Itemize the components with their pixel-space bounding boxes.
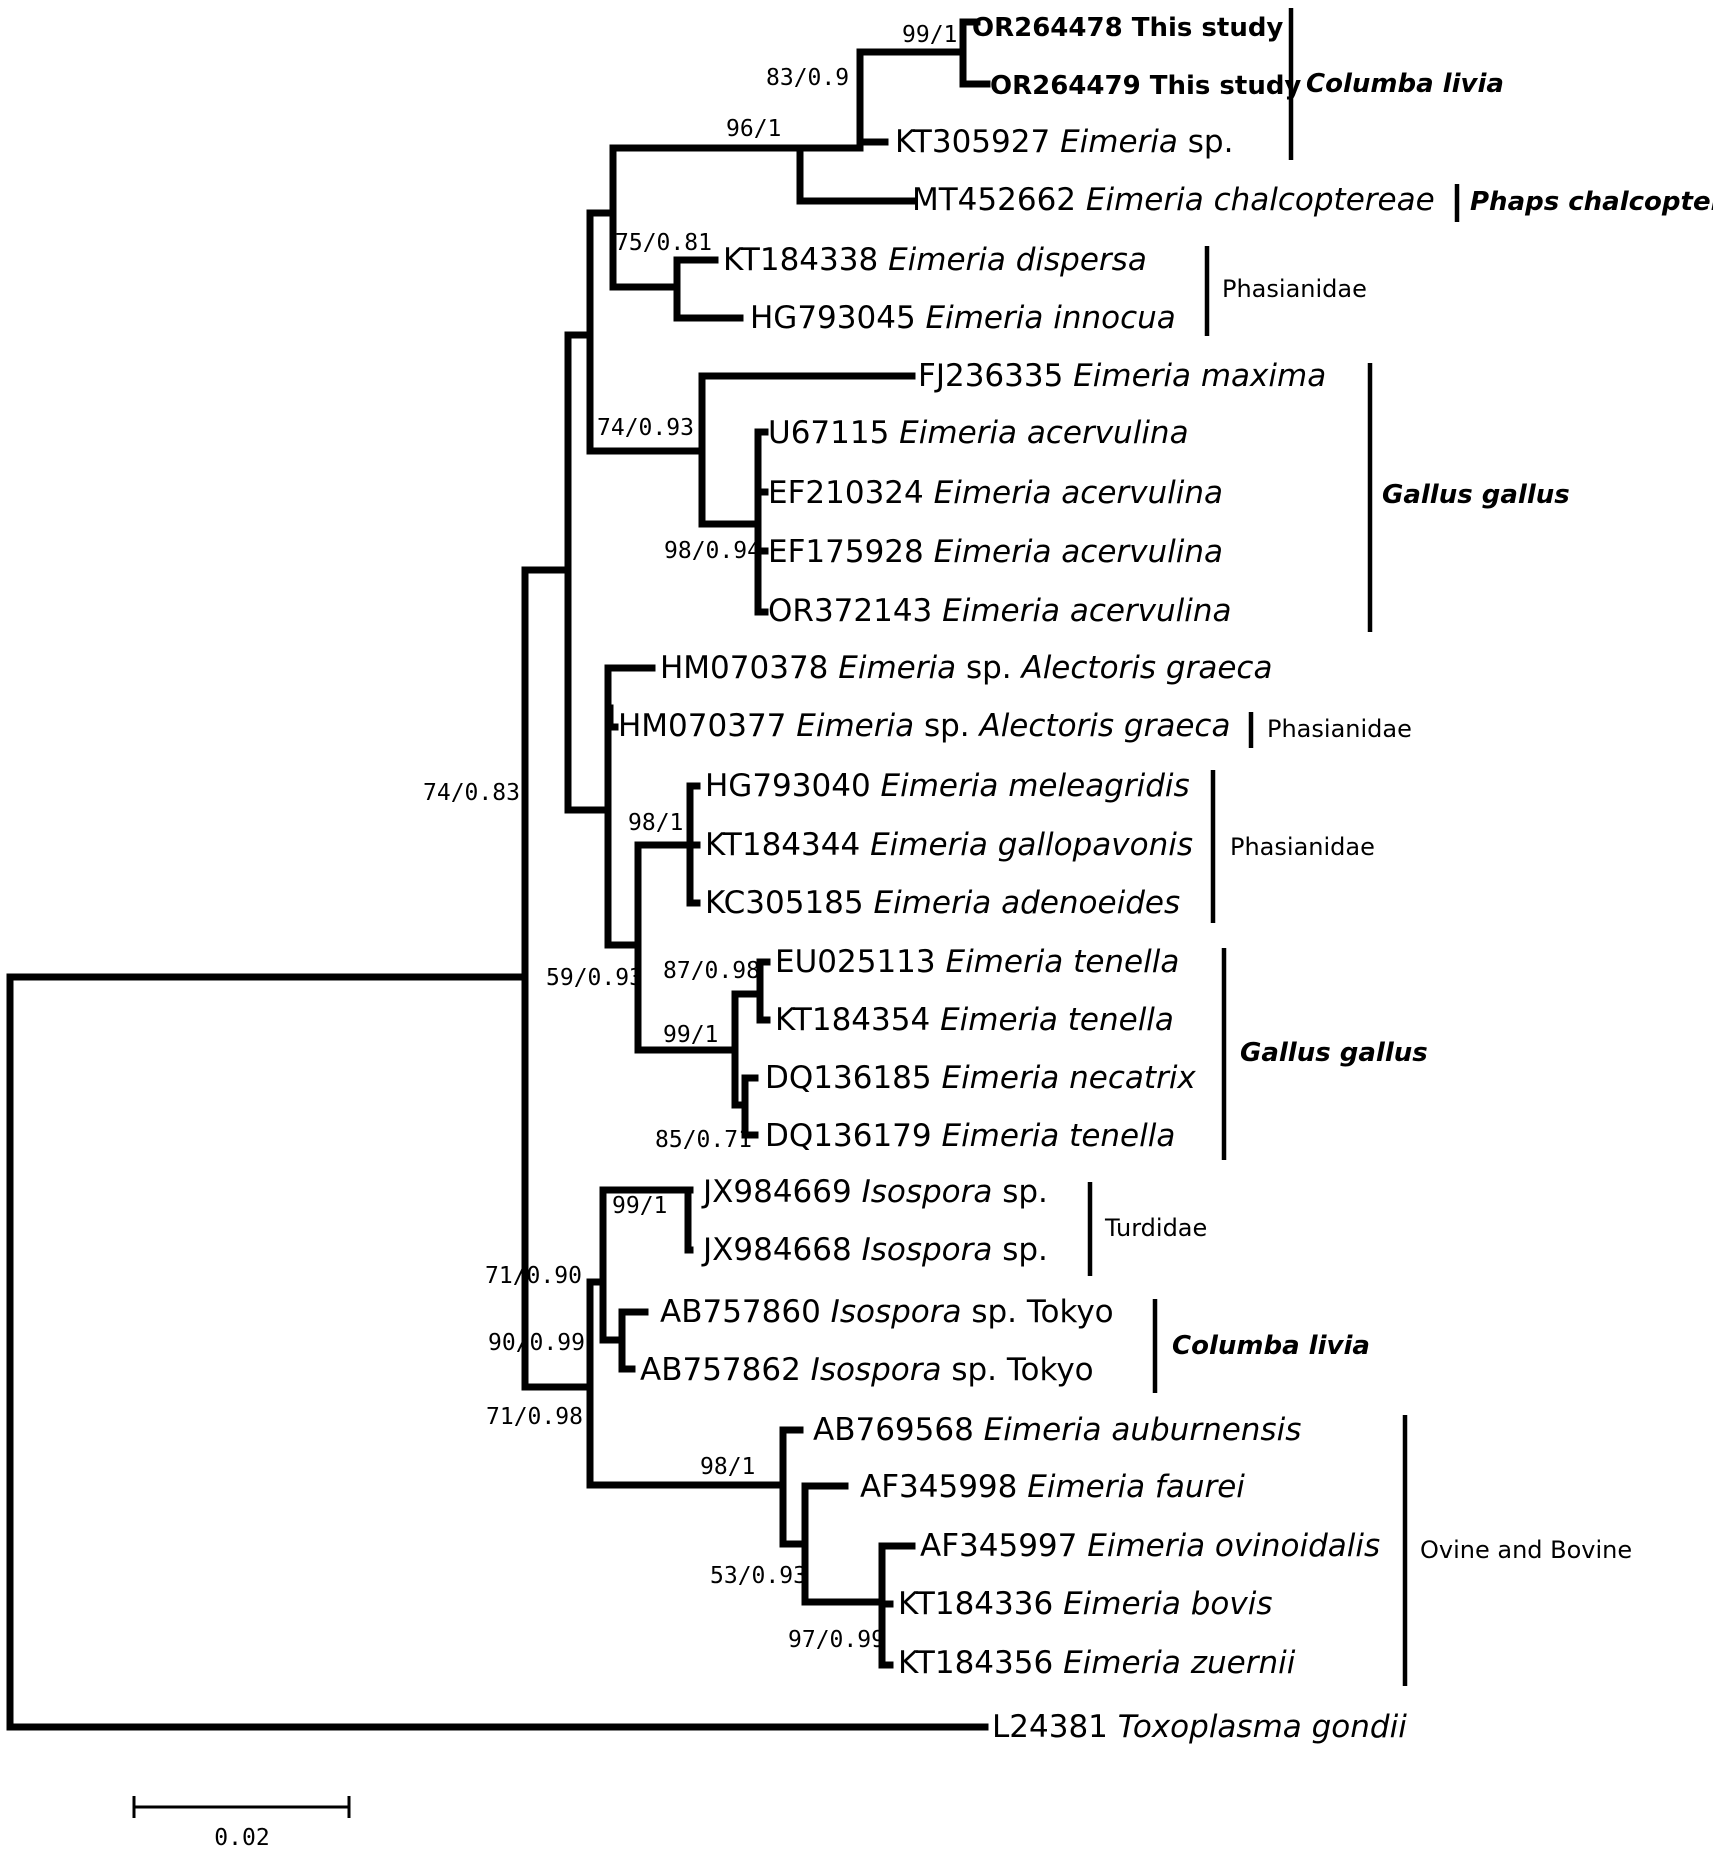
- group-label-phasianidae-3: Phasianidae: [1230, 833, 1375, 861]
- leaf-kt184354: KT184354 Eimeria tenella: [775, 1002, 1174, 1038]
- leaf-or372143: OR372143 Eimeria acervulina: [768, 593, 1232, 629]
- leaf-hg793045: HG793045 Eimeria innocua: [750, 300, 1176, 336]
- support-values: 99/1 83/0.9 96/1 75/0.81 74/0.93 98/0.94…: [423, 22, 957, 1653]
- support-label: 87/0.98: [663, 958, 760, 984]
- branch-node-h: [634, 841, 739, 1054]
- leaf-fj236335: FJ236335 Eimeria maxima: [918, 358, 1326, 394]
- leaf-or264479: OR264479 This study: [990, 71, 1301, 101]
- support-label: 85/0.71: [655, 1127, 752, 1153]
- leaf-ab769568: AB769568 Eimeria auburnensis: [813, 1412, 1301, 1448]
- branch-tenella-top: [756, 958, 771, 1024]
- leaf-kt184344: KT184344 Eimeria gallopavonis: [705, 827, 1193, 863]
- support-label: 99/1: [902, 22, 957, 48]
- support-label: 71/0.98: [486, 1404, 583, 1430]
- group-annotations: Columba livia Phaps chalcoptera Phasiani…: [1087, 8, 1713, 1686]
- leaf-hm070378: HM070378 Eimeria sp. Alectoris graeca: [660, 650, 1272, 686]
- leaf-u67115: U67115 Eimeria acervulina: [768, 415, 1189, 451]
- support-label: 83/0.9: [766, 65, 849, 91]
- leaf-ab757860: AB757860 Isospora sp. Tokyo: [660, 1294, 1114, 1330]
- leaf-kt184356: KT184356 Eimeria zuernii: [898, 1645, 1296, 1681]
- leaf-kt184336: KT184336 Eimeria bovis: [898, 1586, 1273, 1622]
- support-label: 75/0.81: [615, 230, 712, 256]
- branch-root: [6, 973, 989, 1731]
- scale-bar: 0.02: [132, 1796, 351, 1851]
- leaf-kt305927: KT305927 Eimeria sp.: [895, 124, 1233, 160]
- branch-turdidae: [684, 1186, 694, 1254]
- leaf-hm070377: HM070377 Eimeria sp. Alectoris graeca: [618, 708, 1230, 744]
- support-label: 71/0.90: [485, 1263, 582, 1289]
- group-label-phasianidae-1: Phasianidae: [1222, 275, 1367, 303]
- leaf-hg793040: HG793040 Eimeria meleagridis: [705, 768, 1190, 804]
- support-label: 98/1: [700, 1454, 755, 1480]
- group-label-phaps: Phaps chalcoptera: [1470, 187, 1713, 217]
- branch-meleagridis-group: [686, 782, 701, 907]
- branch-node-b: [586, 209, 706, 455]
- support-label: 96/1: [726, 116, 781, 142]
- branch-dispersa-innocua: [673, 256, 744, 322]
- support-label: 90/0.99: [488, 1330, 585, 1356]
- leaf-ab757862: AB757862 Isospora sp. Tokyo: [640, 1352, 1094, 1388]
- branch-node-k: [779, 1426, 809, 1548]
- leaf-or264478: OR264478 This study: [972, 13, 1283, 43]
- leaf-kc305185: KC305185 Eimeria adenoeides: [705, 885, 1180, 921]
- branch-acervulina: [754, 428, 769, 616]
- group-label-gallus-2: Gallus gallus: [1240, 1038, 1428, 1068]
- leaf-dq136179: DQ136179 Eimeria tenella: [765, 1118, 1175, 1154]
- group-label-columba-livia-1: Columba livia: [1306, 69, 1504, 99]
- leaf-kt184338: KT184338 Eimeria dispersa: [723, 242, 1147, 278]
- support-label: 53/0.93: [710, 1563, 807, 1589]
- branch-alectoris: [606, 704, 619, 731]
- support-label: 74/0.83: [423, 780, 520, 806]
- tree-branches: [6, 18, 991, 1731]
- support-label: 98/1: [628, 810, 683, 836]
- branch-node-c: [609, 144, 804, 291]
- support-label: 99/1: [663, 1022, 718, 1048]
- leaf-ef210324: EF210324 Eimeria acervulina: [768, 475, 1223, 511]
- leaf-mt452662: MT452662 Eimeria chalcoptereae: [912, 182, 1435, 218]
- leaf-l24381: L24381 Toxoplasma gondii: [992, 1709, 1407, 1745]
- branch-node-f: [959, 18, 991, 88]
- branch-tenella-bottom: [741, 1074, 759, 1139]
- branch-node-m: [878, 1542, 916, 1669]
- support-label: 59/0.93: [546, 965, 643, 991]
- group-label-columba-livia-2: Columba livia: [1172, 1331, 1370, 1361]
- leaf-ef175928: EF175928 Eimeria acervulina: [768, 534, 1223, 570]
- branch-node-d: [796, 144, 918, 205]
- support-label: 97/0.99: [788, 1627, 885, 1653]
- leaf-af345998: AF345998 Eimeria faurei: [860, 1469, 1245, 1505]
- branch-ingroup: [521, 566, 594, 1391]
- group-label-turdidae: Turdidae: [1104, 1214, 1207, 1242]
- branch-node-l: [801, 1482, 886, 1606]
- leaf-dq136185: DQ136185 Eimeria necatrix: [765, 1060, 1196, 1096]
- group-label-gallus-1: Gallus gallus: [1382, 480, 1570, 510]
- leaf-labels: OR264478 This study OR264479 This study …: [618, 13, 1435, 1745]
- leaf-af345997: AF345997 Eimeria ovinoidalis: [920, 1528, 1380, 1564]
- leaf-jx984668: JX984668 Isospora sp.: [701, 1232, 1048, 1268]
- group-label-phasianidae-2: Phasianidae: [1267, 715, 1412, 743]
- branch-node-maxima: [698, 372, 916, 528]
- leaf-jx984669: JX984669 Isospora sp.: [701, 1174, 1048, 1210]
- branch-node-a: [564, 331, 612, 814]
- branch-node-e: [856, 48, 967, 146]
- group-label-ovine-bovine: Ovine and Bovine: [1420, 1536, 1632, 1564]
- support-label: 98/0.94: [664, 538, 761, 564]
- branch-tokyo: [618, 1308, 649, 1373]
- leaf-eu025113: EU025113 Eimeria tenella: [775, 944, 1179, 980]
- scale-bar-label: 0.02: [214, 1825, 269, 1851]
- support-label: 99/1: [612, 1193, 667, 1219]
- support-label: 74/0.93: [597, 415, 694, 441]
